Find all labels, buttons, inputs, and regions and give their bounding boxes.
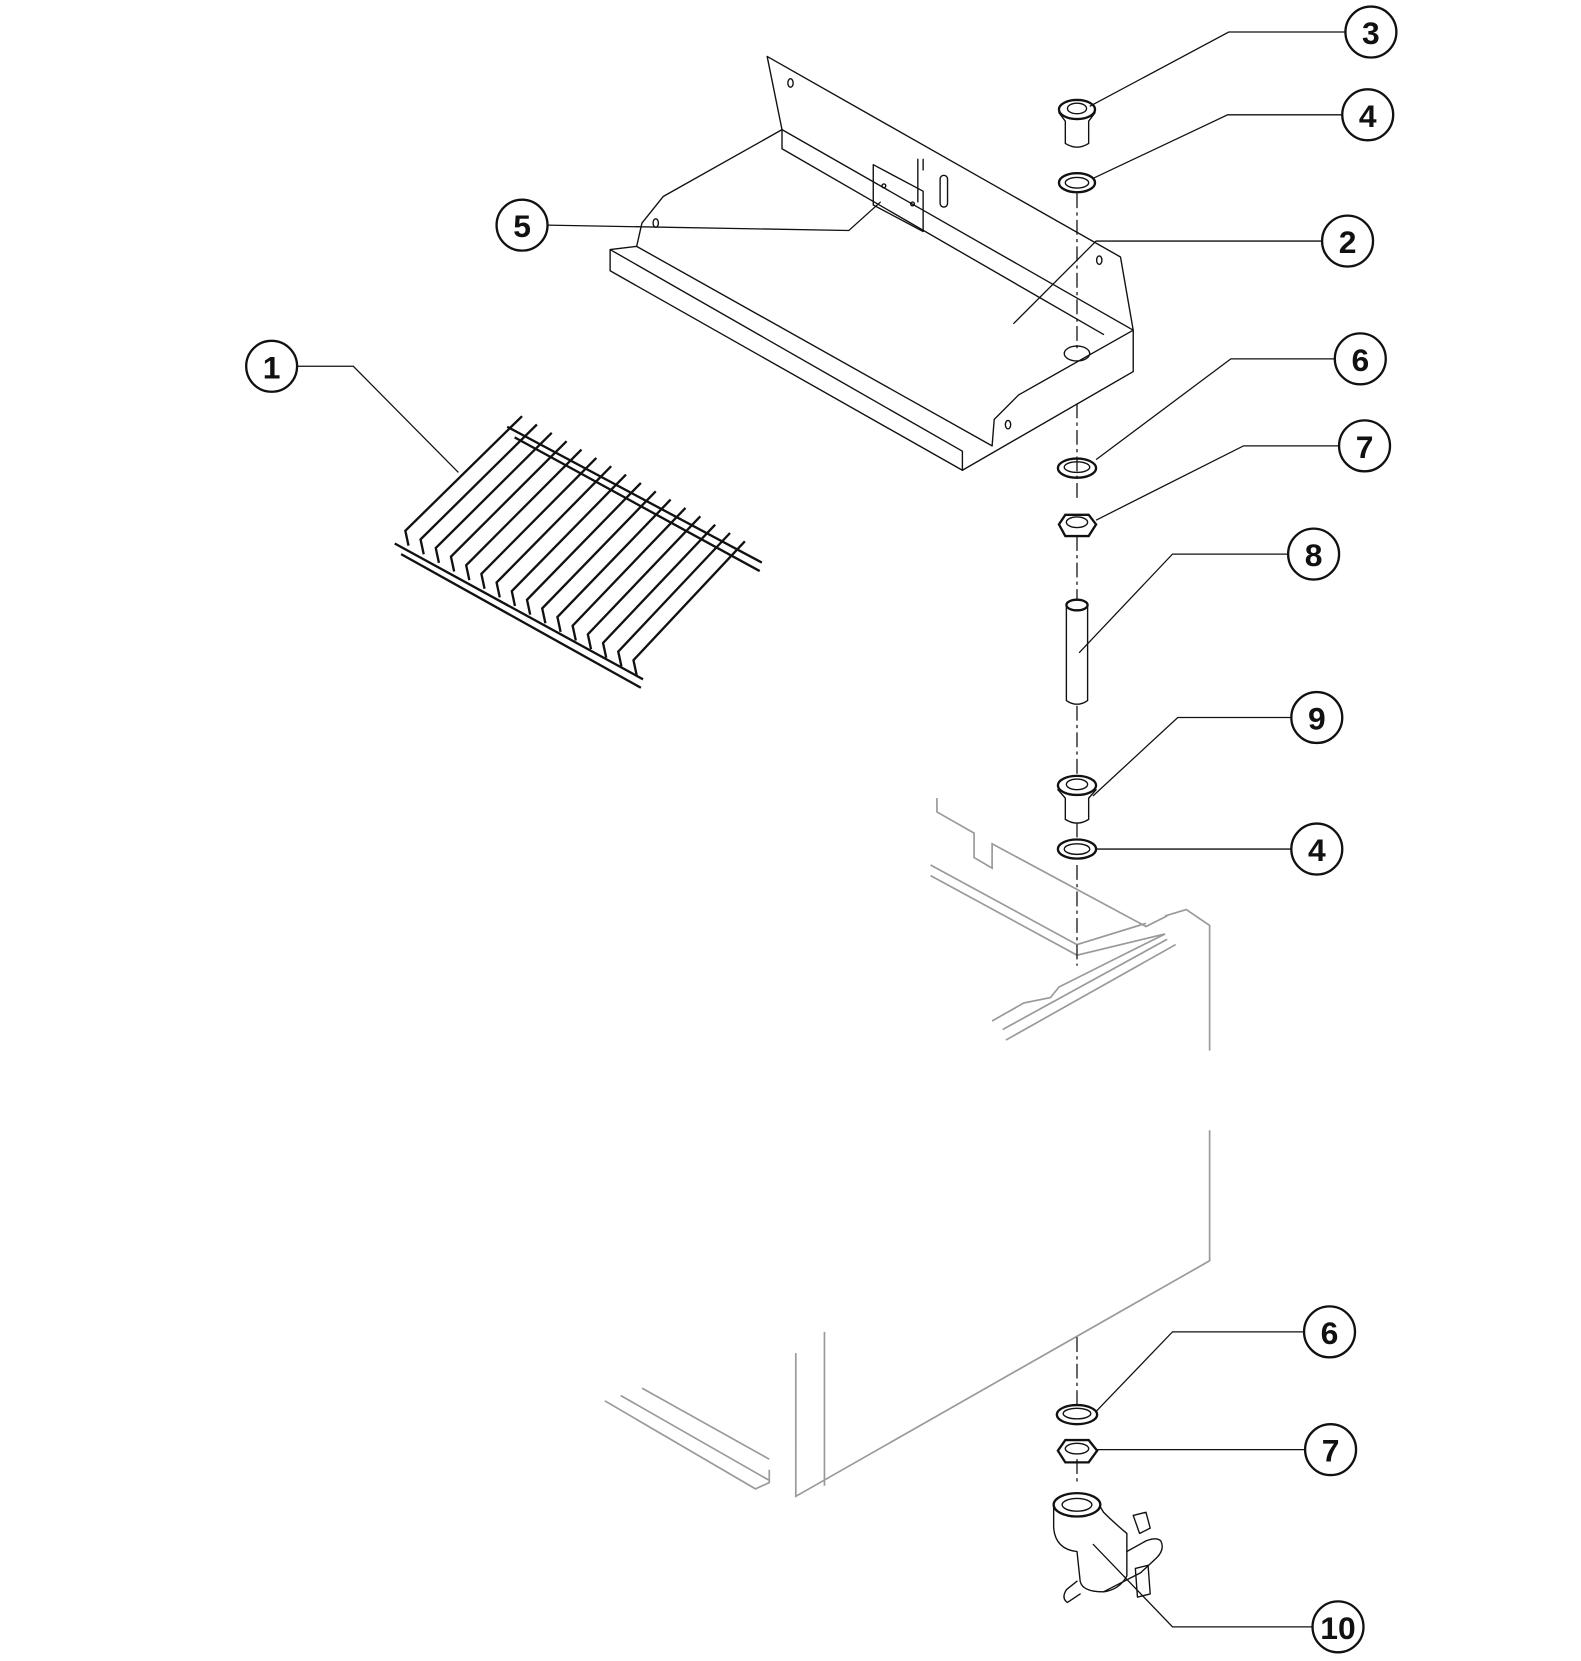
callout-bubble (495, 198, 549, 252)
callout-bubble (1337, 419, 1392, 473)
grate-back-rail (506, 425, 763, 564)
gasket-upper (1056, 457, 1098, 479)
callout-bubble (1344, 5, 1398, 59)
drip-tray (609, 55, 1134, 471)
callout-drain-tube: 8 (1078, 527, 1341, 654)
callout-bubble (1290, 822, 1344, 876)
callout-bubble (1311, 1600, 1365, 1654)
leader-line (1089, 31, 1346, 107)
grate-wire (616, 532, 731, 667)
leader-line (547, 201, 882, 232)
callout-bubble (1290, 690, 1344, 745)
callout-bubble (1303, 1423, 1358, 1477)
callout-number: 7 (1356, 429, 1374, 465)
callout-drain-valve: 10 (1092, 1543, 1365, 1654)
grate-front-rail (400, 553, 642, 689)
callout-number: 9 (1308, 701, 1326, 737)
drain-valve (1052, 1491, 1163, 1604)
nut-lower (1056, 1438, 1099, 1464)
grate-wire (632, 540, 746, 676)
callout-bubble (1333, 332, 1387, 386)
callout-number: 6 (1321, 1315, 1339, 1351)
leader-line (1012, 240, 1323, 325)
grate-wire (571, 507, 687, 641)
callout-number: 5 (513, 208, 531, 244)
grate-wire (601, 523, 717, 659)
callout-grate: 1 (245, 339, 459, 473)
leader-line (1095, 358, 1335, 461)
callout-gasket-upper: 6 (1095, 332, 1387, 461)
callout-drip-tray: 2 (1012, 214, 1375, 325)
leader-line (1078, 553, 1289, 654)
bushing-lower (1056, 774, 1098, 824)
callout-bubble (1320, 214, 1375, 268)
grate-wire (586, 515, 702, 650)
callout-bushing-lower: 9 (1092, 690, 1344, 797)
grate-wire (525, 482, 642, 615)
callout-gasket-lower: 6 (1095, 1305, 1357, 1412)
callout-bushing-top: 3 (1089, 5, 1398, 107)
leader-line (1092, 716, 1292, 797)
callout-bubble (1302, 1305, 1357, 1359)
callout-number: 3 (1362, 15, 1380, 51)
washer-lower (1056, 838, 1098, 860)
leader-line (1095, 1331, 1305, 1412)
grate-wire (449, 440, 568, 572)
washer-top (1057, 171, 1097, 194)
callout-number: 4 (1359, 98, 1377, 134)
cabinet-outline (604, 798, 1211, 1498)
callout-bubble (245, 339, 299, 393)
callouts: 3 4 2 5 1 6 7 8 9 4 6 7 10 (245, 5, 1398, 1654)
grate-wire (480, 457, 598, 589)
grate-wire (540, 490, 657, 624)
callout-nut-lower: 7 (1097, 1423, 1358, 1477)
nut-upper (1057, 513, 1098, 538)
leader-line (1095, 445, 1340, 521)
callout-number: 10 (1320, 1610, 1355, 1646)
callout-nut-upper: 7 (1095, 419, 1392, 521)
callout-bubble (1341, 88, 1395, 142)
grate-front-rail (394, 542, 644, 681)
callout-washer-lower: 4 (1096, 822, 1344, 876)
bushing-top (1057, 98, 1097, 148)
callout-number: 6 (1351, 342, 1369, 378)
grate-wire (510, 473, 627, 607)
callout-number: 8 (1305, 537, 1323, 573)
grate-back-rail (514, 436, 761, 573)
grate-wire (495, 465, 613, 598)
grate-wire (419, 423, 538, 555)
callout-number: 2 (1339, 224, 1357, 260)
leader-line (297, 365, 459, 473)
callout-number: 7 (1322, 1433, 1340, 1469)
grate-wire (434, 432, 553, 564)
leader-line (1092, 1543, 1313, 1628)
grate (394, 415, 763, 689)
grate-wire (556, 498, 672, 633)
gasket-lower (1055, 1403, 1099, 1426)
grate-wire (404, 415, 523, 546)
callout-washer-top: 4 (1092, 88, 1395, 180)
grate-wire (464, 448, 583, 581)
callout-number: 1 (263, 349, 281, 385)
leader-line (1092, 114, 1343, 180)
drain-tube (1065, 598, 1089, 705)
callout-number: 4 (1308, 832, 1326, 868)
callout-bracket: 5 (495, 198, 882, 252)
callout-bubble (1286, 527, 1341, 581)
